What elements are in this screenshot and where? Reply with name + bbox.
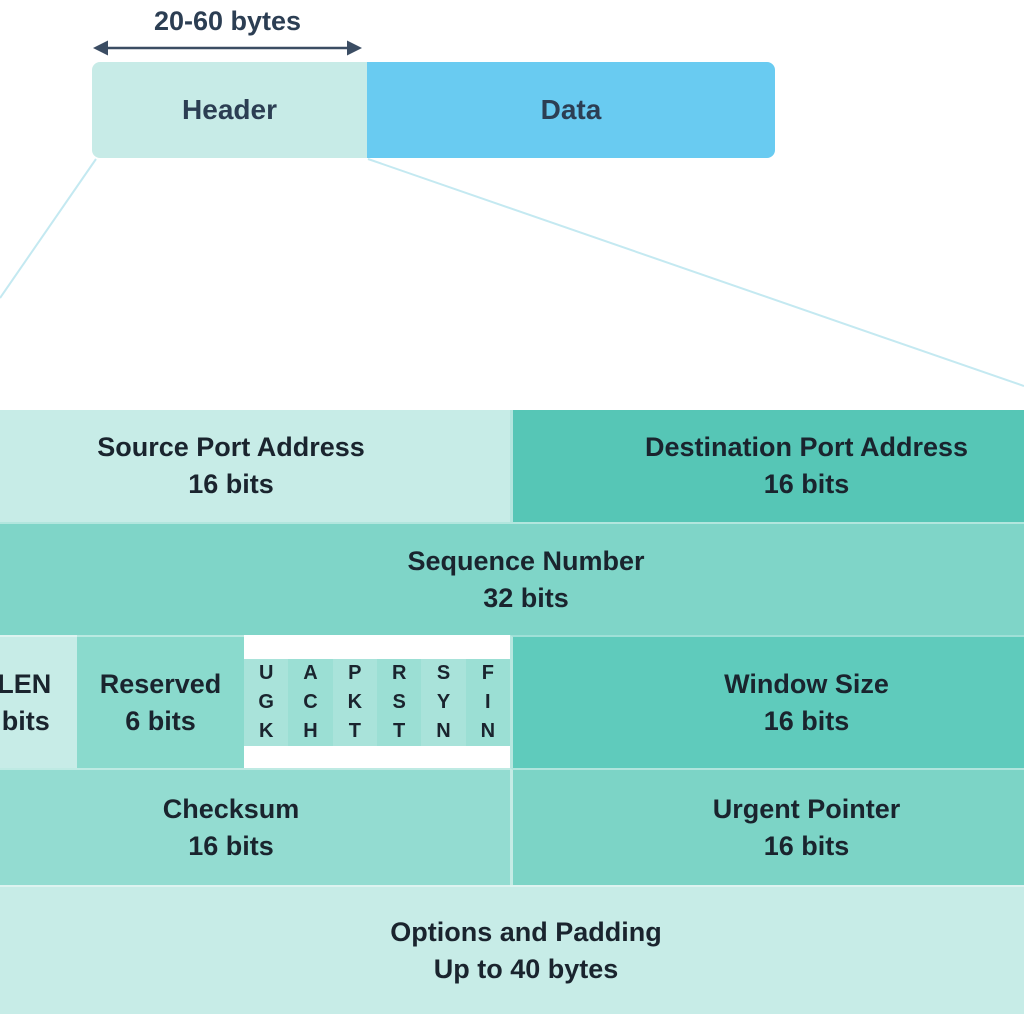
- field-urgent-pointer: Urgent Pointer 16 bits: [510, 768, 1024, 885]
- field-options-padding: Options and Padding Up to 40 bytes: [0, 885, 1024, 1014]
- field-destination-port: Destination Port Address 16 bits: [510, 410, 1024, 522]
- field-size: 32 bits: [483, 582, 569, 613]
- measure-arrowhead-left: [93, 40, 108, 56]
- field-size: 16 bits: [188, 469, 274, 499]
- connector-line-left: [0, 158, 97, 299]
- field-size: 6 bits: [125, 705, 196, 736]
- flag-column: R S T: [377, 659, 422, 746]
- segment-data-box: Data: [367, 62, 775, 158]
- flag-column: U G K: [244, 659, 289, 746]
- field-size: 16 bits: [763, 469, 850, 499]
- field-checksum: Checksum 16 bits: [0, 768, 510, 885]
- measure-label: 20-60 bytes: [153, 6, 302, 36]
- field-size: 4 bits: [0, 705, 50, 736]
- segment-data-label: Data: [540, 94, 602, 125]
- field-window-size: Window Size 16 bits: [510, 635, 1024, 768]
- field-label: Window Size: [724, 668, 889, 699]
- field-label: Options and Padding: [390, 916, 662, 947]
- field-label: Urgent Pointer: [712, 793, 901, 824]
- field-label: Checksum: [162, 793, 300, 824]
- segment-header-box: Header: [92, 62, 367, 158]
- field-source-port: Source Port Address 16 bits: [0, 410, 510, 522]
- flag-column: S Y N: [421, 659, 466, 746]
- field-hlen: HLEN 4 bits: [0, 635, 77, 768]
- connector-line-right: [367, 158, 1024, 387]
- measure-arrowhead-right: [347, 40, 362, 56]
- flag-column: P K T: [332, 659, 377, 746]
- field-label: HLEN: [0, 668, 52, 699]
- field-sequence-number: Sequence Number 32 bits: [0, 522, 1024, 635]
- field-size: 16 bits: [763, 830, 850, 861]
- field-label: Sequence Number: [407, 545, 645, 576]
- field-label: Destination Port Address: [644, 432, 969, 462]
- field-size: 16 bits: [763, 705, 850, 736]
- flag-column: F I N: [465, 659, 510, 746]
- field-size: Up to 40 bytes: [433, 953, 619, 984]
- field-label: Reserved: [99, 668, 222, 699]
- segment-header-label: Header: [182, 94, 277, 125]
- field-label: Source Port Address: [97, 432, 365, 462]
- flag-columns: U G K A C H P K T R S T S Y N F I N: [244, 635, 510, 768]
- flag-column: A C H: [288, 659, 333, 746]
- field-size: 16 bits: [188, 830, 274, 861]
- field-reserved: Reserved 6 bits: [77, 635, 244, 768]
